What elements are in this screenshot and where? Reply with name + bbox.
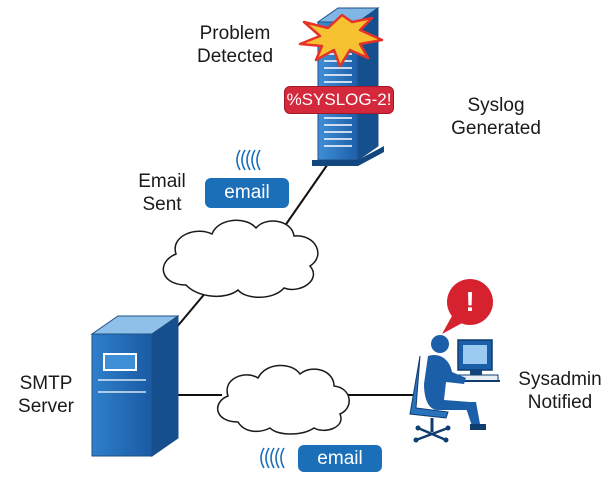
cloud-icon — [162, 219, 319, 298]
sysadmin-at-desk-icon — [409, 335, 500, 443]
syslog-message-badge: %SYSLOG-2! — [284, 86, 394, 114]
syslog-label-line2: Generated — [451, 118, 541, 139]
smtp-server-icon — [90, 315, 180, 457]
link-server-to-cloud — [281, 157, 333, 231]
wireless-signal-icon — [260, 447, 285, 469]
cloud-icon — [217, 364, 350, 435]
email-sent-badge: email — [205, 178, 289, 208]
smtp-server-label: SMTP Server — [14, 372, 78, 418]
syslog-generated-label: Syslog Generated — [440, 94, 552, 140]
email-sent-line1: Email — [138, 171, 186, 192]
smtp-label-line1: SMTP — [19, 373, 73, 394]
alert-bubble-icon — [442, 279, 493, 334]
problem-detected-label: Problem Detected — [182, 22, 288, 68]
alert-exclamation: ! — [465, 286, 475, 317]
email-sent-label: Email Sent — [130, 170, 194, 216]
sysadmin-label-line1: Sysadmin — [518, 369, 602, 390]
problem-label-line1: Problem — [199, 23, 271, 44]
sysadmin-label-line2: Notified — [527, 392, 593, 413]
email-delivered-badge: email — [298, 445, 382, 472]
problem-label-line2: Detected — [196, 46, 274, 67]
sysadmin-notified-label: Sysadmin Notified — [512, 368, 608, 414]
wireless-signal-icon — [236, 149, 261, 171]
smtp-label-line2: Server — [18, 396, 74, 417]
email-sent-line2: Sent — [142, 194, 182, 215]
starburst-icon — [298, 13, 384, 68]
syslog-label-line1: Syslog — [467, 95, 525, 116]
